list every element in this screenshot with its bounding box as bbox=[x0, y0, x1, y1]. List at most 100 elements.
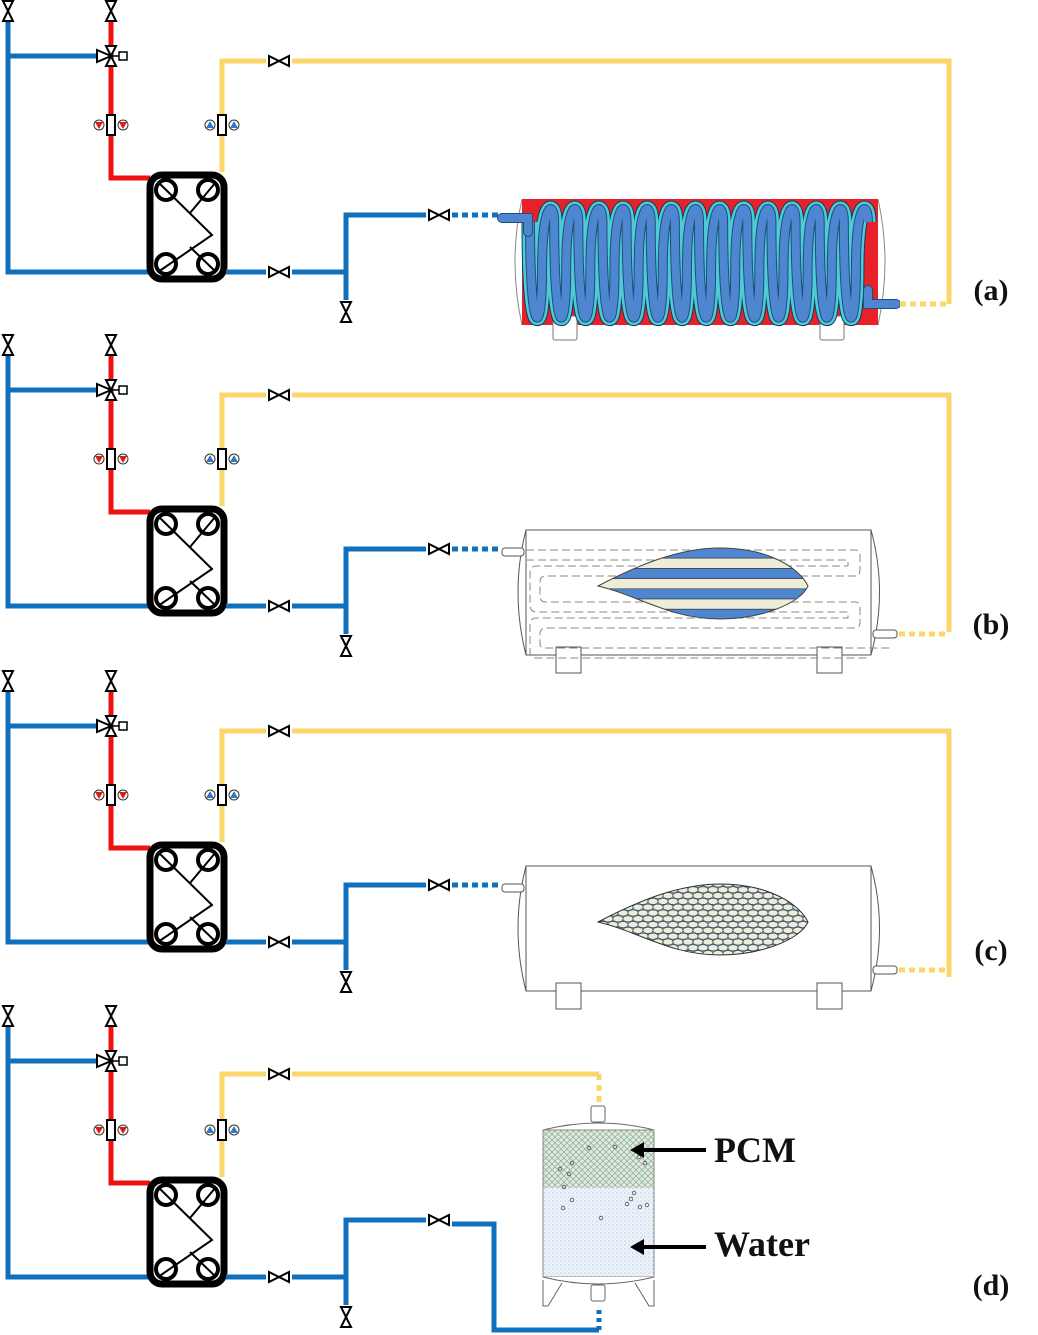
tank-leg bbox=[634, 1280, 655, 1307]
hot-pipe bbox=[108, 692, 150, 851]
supply-valve[interactable] bbox=[1, 1005, 15, 1027]
pump-arrow-icon bbox=[95, 1127, 103, 1134]
pump[interactable] bbox=[93, 1119, 129, 1141]
pcm-capsule bbox=[647, 921, 659, 928]
supply-valve[interactable] bbox=[1, 0, 15, 22]
actuator-icon bbox=[118, 51, 128, 61]
pump-arrow-icon bbox=[206, 1126, 214, 1133]
tank-inlet-valve[interactable] bbox=[426, 208, 452, 222]
pcm-capsule bbox=[752, 915, 764, 923]
pcm-capsule bbox=[697, 886, 709, 894]
drain-valve[interactable] bbox=[339, 971, 353, 993]
tank-inlet-valve[interactable] bbox=[426, 1213, 452, 1227]
pcm-capsule bbox=[712, 903, 724, 911]
pump-body-icon bbox=[106, 114, 116, 136]
pcm-capsule bbox=[672, 915, 684, 923]
plate-heat-exchanger bbox=[146, 171, 228, 283]
hx-flow-line bbox=[189, 916, 217, 943]
outlet-valve[interactable] bbox=[266, 1270, 292, 1284]
hot-inlet-valve[interactable] bbox=[104, 670, 118, 692]
valve-icon bbox=[339, 971, 353, 993]
return-valve[interactable] bbox=[266, 388, 292, 402]
tank-feed-pipe bbox=[343, 1217, 428, 1305]
valve-icon bbox=[1, 1005, 15, 1027]
pcm-capsule bbox=[622, 915, 634, 923]
pcm-capsule bbox=[702, 927, 714, 934]
pump-arrow-icon bbox=[230, 121, 238, 128]
supply-valve[interactable] bbox=[1, 334, 15, 356]
three-way-valve[interactable] bbox=[96, 1050, 128, 1072]
pump-arrow-icon bbox=[95, 792, 103, 799]
pcm-capsule bbox=[762, 938, 774, 946]
tank-feed-pipe bbox=[343, 882, 428, 970]
valve-branch-icon bbox=[96, 718, 114, 734]
pcm-capsule bbox=[692, 903, 704, 911]
pump[interactable] bbox=[204, 448, 240, 470]
supply-valve[interactable] bbox=[1, 670, 15, 692]
outlet-valve[interactable] bbox=[266, 265, 292, 279]
pcm-capsule bbox=[652, 927, 664, 934]
return-valve[interactable] bbox=[266, 724, 292, 738]
tank-feed-pipe bbox=[343, 546, 428, 634]
bottom-head bbox=[542, 1276, 655, 1285]
three-way-valve[interactable] bbox=[96, 45, 128, 67]
cold-supply-pipe bbox=[5, 22, 150, 275]
pcm-outline bbox=[596, 547, 809, 620]
tank-inlet-valve[interactable] bbox=[426, 878, 452, 892]
pcm-capsule bbox=[687, 932, 699, 940]
pcm-capsule bbox=[727, 944, 739, 952]
pcm-capsule bbox=[752, 927, 764, 934]
valve-icon bbox=[104, 334, 118, 356]
drain-valve[interactable] bbox=[339, 1306, 353, 1328]
pump[interactable] bbox=[204, 784, 240, 806]
tank-inlet-valve[interactable] bbox=[426, 542, 452, 556]
bubble bbox=[560, 1205, 566, 1211]
return-valve[interactable] bbox=[266, 54, 292, 68]
bubble bbox=[644, 1202, 650, 1208]
pump[interactable] bbox=[204, 114, 240, 136]
pcm-capsule bbox=[717, 921, 729, 928]
pcm-capsule bbox=[662, 938, 674, 946]
pump[interactable] bbox=[93, 114, 129, 136]
drain-valve[interactable] bbox=[339, 301, 353, 323]
pcm-capsule bbox=[707, 909, 719, 917]
outlet-valve[interactable] bbox=[266, 599, 292, 613]
pcm-capsule bbox=[732, 915, 744, 923]
bubble bbox=[586, 1145, 592, 1151]
pcm-capsule bbox=[677, 932, 689, 940]
coil-tank bbox=[497, 198, 901, 341]
pcm-capsule bbox=[742, 927, 754, 934]
three-way-valve[interactable] bbox=[96, 379, 128, 401]
hx-flow-line bbox=[189, 181, 217, 214]
outlet-valve[interactable] bbox=[266, 935, 292, 949]
three-way-valve[interactable] bbox=[96, 715, 128, 737]
return-valve[interactable] bbox=[266, 1067, 292, 1081]
hx-flow-line bbox=[189, 1186, 217, 1219]
pcm-capsule bbox=[642, 903, 654, 911]
plate-heat-exchanger bbox=[146, 841, 228, 953]
drain-valve[interactable] bbox=[339, 635, 353, 657]
hot-inlet-valve[interactable] bbox=[104, 334, 118, 356]
pcm-capsule bbox=[737, 898, 749, 905]
valve-icon bbox=[1, 0, 15, 22]
pcm-capsule bbox=[767, 898, 779, 905]
tank-inlet-nozzle bbox=[501, 547, 525, 557]
pcm-slab bbox=[598, 578, 808, 590]
pcm-capsule bbox=[707, 944, 719, 952]
panel-label: (a) bbox=[974, 274, 1009, 307]
hot-inlet-valve[interactable] bbox=[104, 0, 118, 22]
pump[interactable] bbox=[93, 784, 129, 806]
pump[interactable] bbox=[204, 1119, 240, 1141]
pump-arrow-icon bbox=[119, 1127, 127, 1134]
pump[interactable] bbox=[93, 448, 129, 470]
bubble bbox=[628, 1196, 634, 1202]
tank-end-cap bbox=[517, 529, 527, 656]
pcm-capsule bbox=[702, 915, 714, 923]
panel-c: (c) bbox=[1, 670, 1008, 1010]
pcm-capsule bbox=[687, 898, 699, 905]
pcm-capsule bbox=[682, 927, 694, 934]
panel-label: (b) bbox=[973, 608, 1010, 641]
pcm-capsule bbox=[752, 892, 764, 899]
hot-inlet-valve[interactable] bbox=[104, 1005, 118, 1027]
pump-arrow-icon bbox=[206, 791, 214, 798]
